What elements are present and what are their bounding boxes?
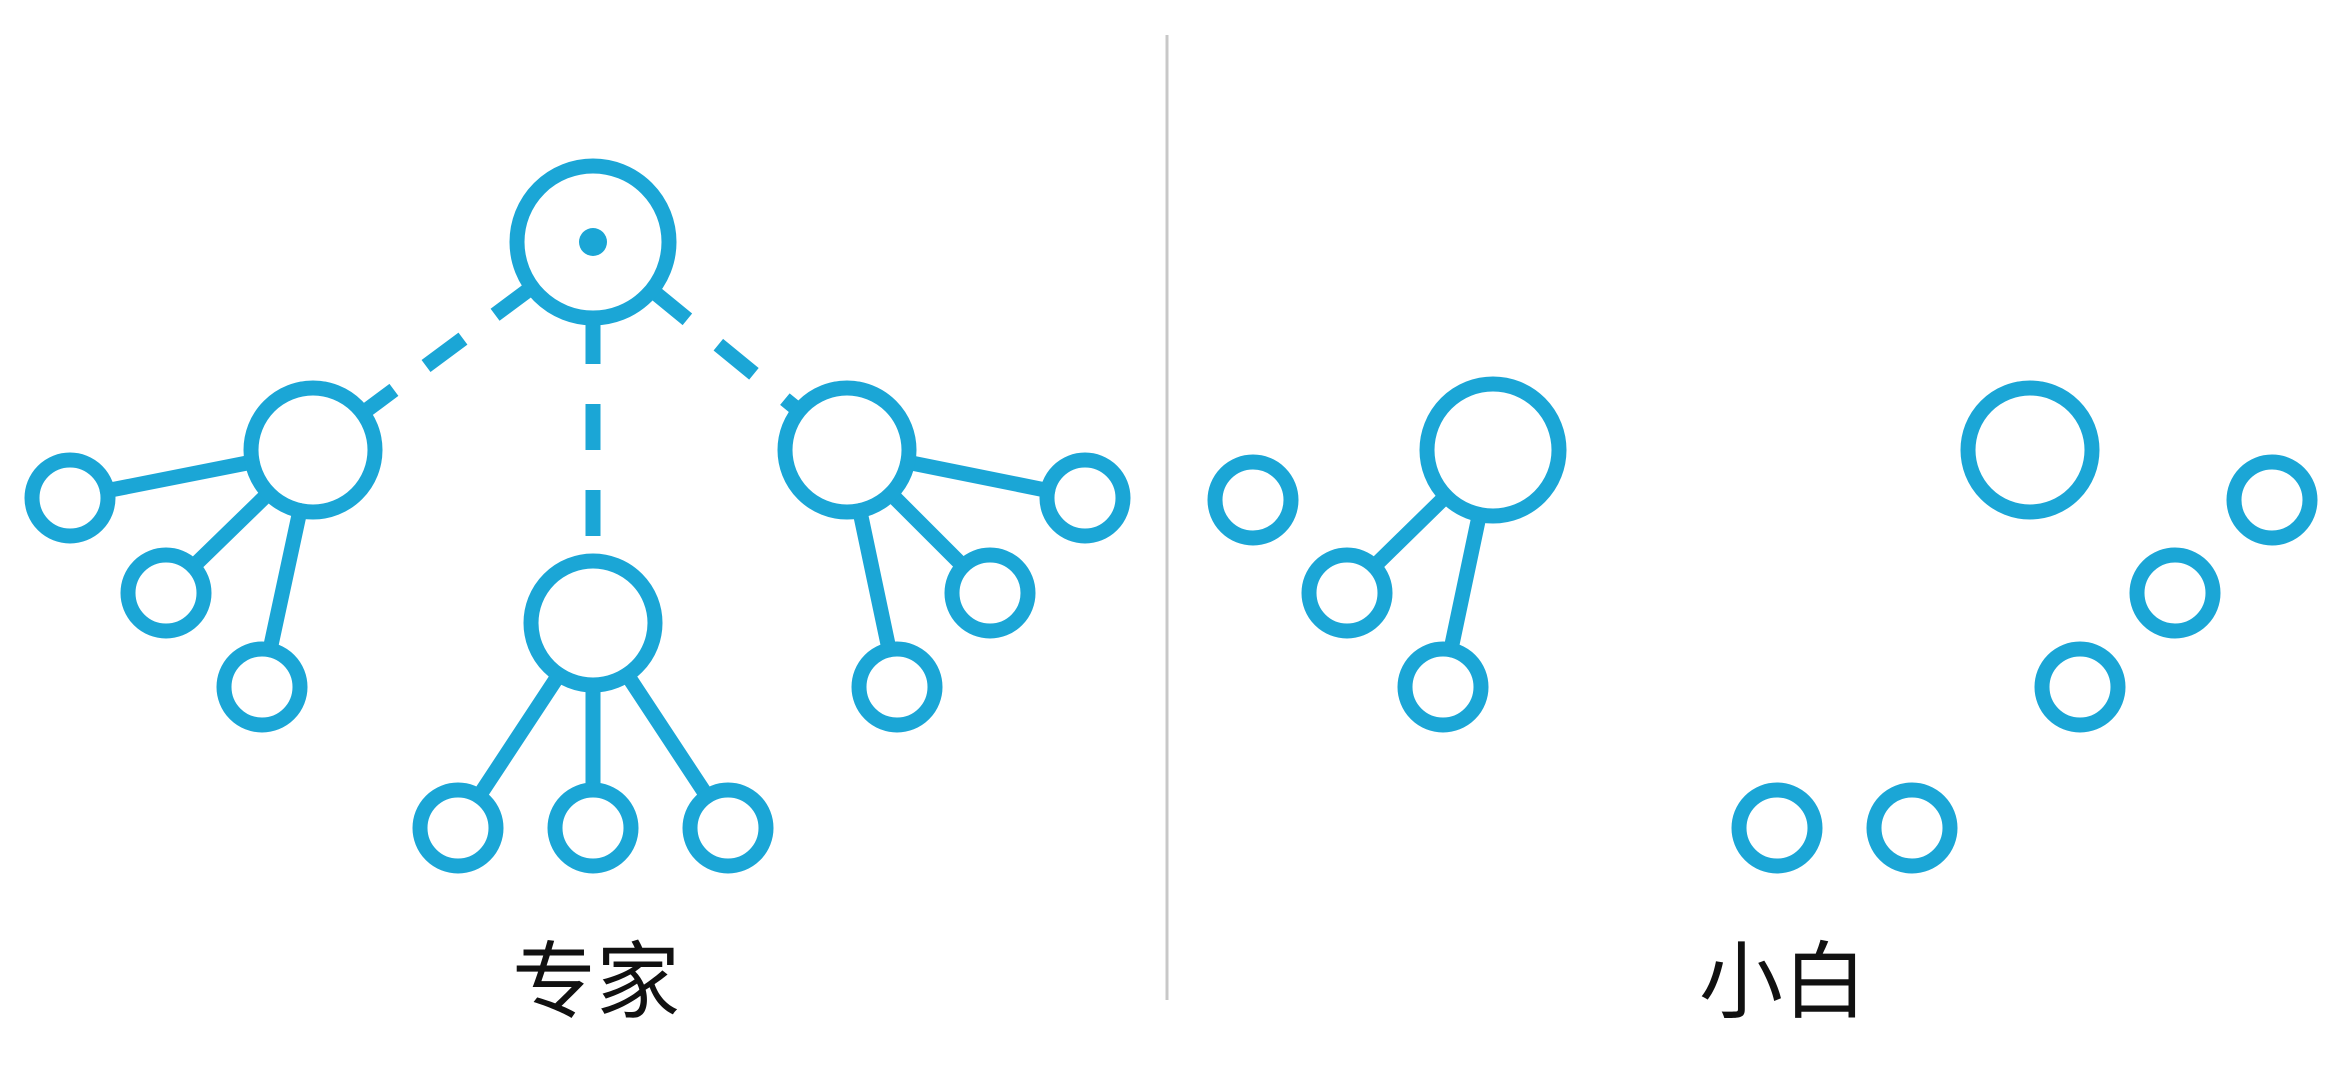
- edge-left-leaf-2: [185, 485, 277, 575]
- isolated-branch-node: [1960, 380, 2100, 520]
- edge-right-leaf-2: [883, 486, 971, 574]
- isolated-node: [1731, 782, 1823, 874]
- edge-fragment-leaf-1: [1366, 488, 1454, 574]
- novice-label: 小白: [1698, 933, 1868, 1031]
- edge-left-leaf-3: [262, 503, 308, 658]
- fragment-leaf-node: [1397, 641, 1489, 733]
- edge-fragment-leaf-2: [1443, 507, 1487, 658]
- branch-node-center: [523, 553, 663, 693]
- root-node: [509, 158, 677, 326]
- edge-center-leaf-3: [619, 667, 715, 804]
- root-center-dot: [579, 228, 607, 256]
- isolated-node: [2226, 454, 2318, 546]
- edge-right-leaf-3: [852, 503, 897, 658]
- leaf-node: [1039, 452, 1131, 544]
- edge-center-leaf-1: [471, 667, 567, 804]
- edge-root-left: [358, 281, 537, 420]
- branch-node-right: [777, 380, 917, 520]
- branch-node-left: [243, 380, 383, 520]
- edge-root-right: [647, 284, 804, 417]
- leaf-node: [547, 782, 639, 874]
- leaf-node: [682, 782, 774, 874]
- leaf-node: [24, 452, 116, 544]
- fragment-branch-node: [1419, 376, 1567, 524]
- isolated-node: [2129, 547, 2221, 639]
- expert-label: 专家: [511, 933, 681, 1031]
- isolated-node: [2034, 641, 2126, 733]
- fragment-leaf-node: [1301, 547, 1393, 639]
- leaf-node: [120, 547, 212, 639]
- isolated-node: [1866, 782, 1958, 874]
- expert-knowledge-network: [24, 158, 1131, 874]
- edge-right-leaf-1: [900, 454, 1056, 498]
- leaf-node: [851, 641, 943, 733]
- isolated-node: [1207, 454, 1299, 546]
- novice-knowledge-fragments: [1207, 376, 2318, 874]
- leaf-node: [944, 547, 1036, 639]
- leaf-node: [412, 782, 504, 874]
- edge-left-leaf-1: [99, 454, 260, 499]
- leaf-node: [216, 641, 308, 733]
